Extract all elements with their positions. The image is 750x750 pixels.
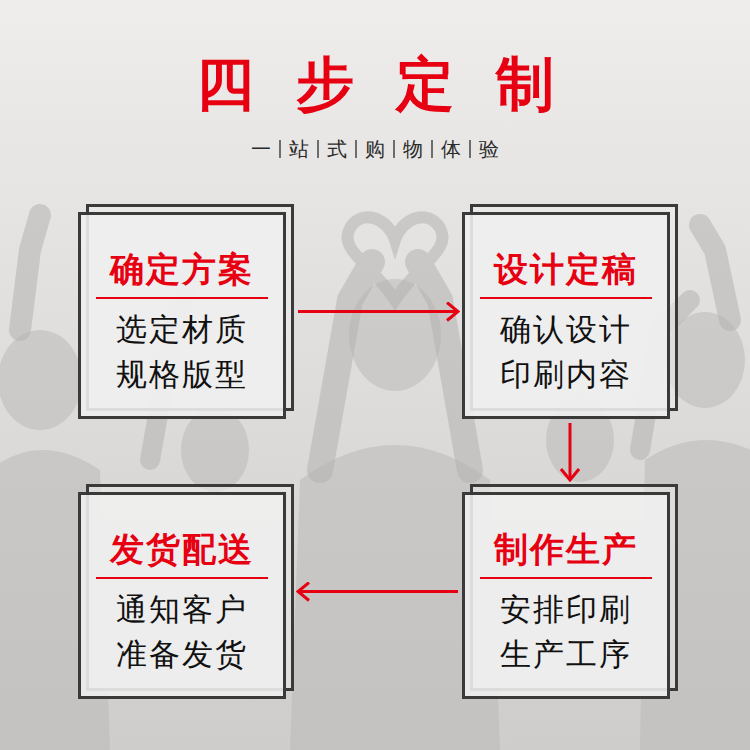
process-box: 确定方案选定材质 规格版型 xyxy=(78,212,286,419)
step-heading: 确定方案 xyxy=(96,250,268,299)
title-wrap: 四步定制 xyxy=(0,50,750,120)
step-description: 选定材质 规格版型 xyxy=(96,307,268,397)
person-head xyxy=(0,330,82,430)
flow-arrow xyxy=(298,310,458,313)
step-heading: 发货配送 xyxy=(96,530,268,579)
subtitle: 一站式购物体验 xyxy=(233,136,517,162)
person-head xyxy=(181,408,249,492)
step-heading: 制作生产 xyxy=(480,530,652,579)
step-description: 确认设计 印刷内容 xyxy=(480,307,652,397)
heart-hands xyxy=(347,217,442,300)
process-box: 设计定稿确认设计 印刷内容 xyxy=(462,212,670,419)
step-description: 安排印刷 生产工序 xyxy=(480,587,652,677)
step-description: 通知客户 准备发货 xyxy=(96,587,268,677)
raised-arms xyxy=(20,215,730,470)
arm xyxy=(320,262,372,470)
arm xyxy=(20,215,40,330)
arm xyxy=(700,225,730,320)
subtitle-wrap: 一站式购物体验 xyxy=(0,136,750,162)
flow-arrow xyxy=(569,423,572,480)
title: 四步定制 xyxy=(154,50,596,120)
process-box: 制作生产安排印刷 生产工序 xyxy=(462,492,670,699)
flow-arrow xyxy=(298,590,458,593)
step-heading: 设计定稿 xyxy=(480,250,652,299)
process-box: 发货配送通知客户 准备发货 xyxy=(78,492,286,699)
